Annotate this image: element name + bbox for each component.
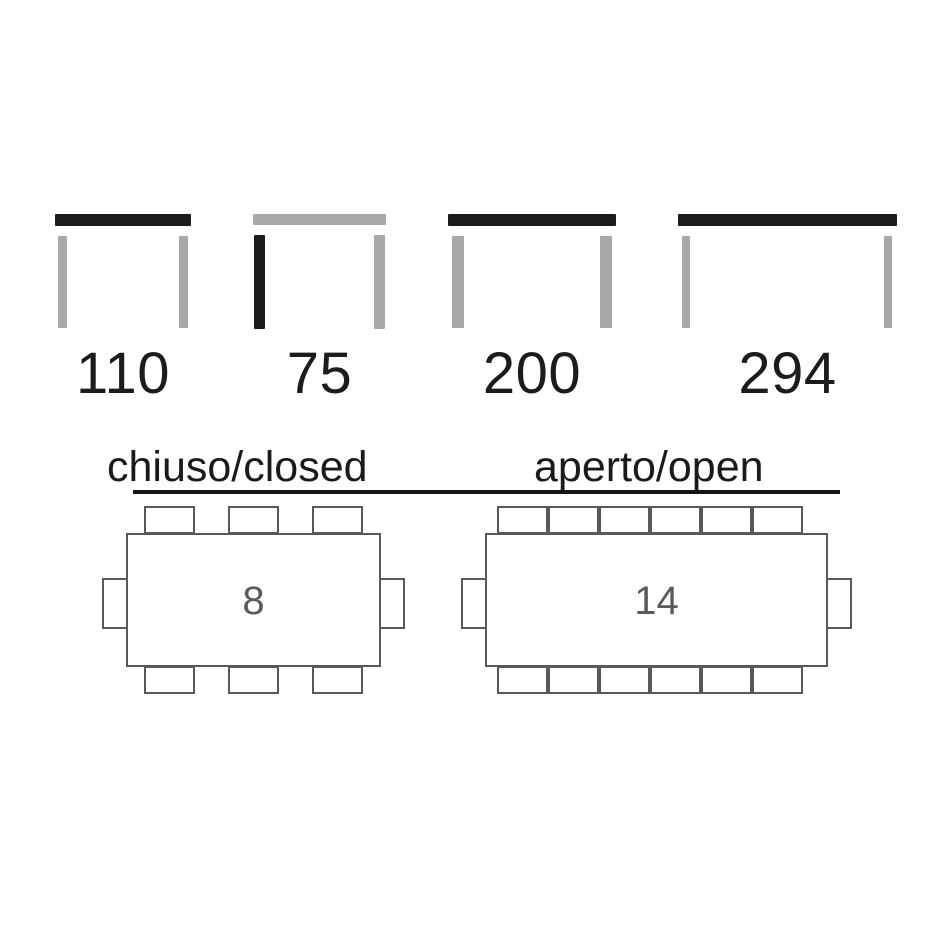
seat-bottom-1	[144, 666, 195, 694]
seat-top-3	[312, 506, 363, 534]
table-leg-left	[58, 236, 67, 328]
dimension-label-75: 75	[286, 341, 353, 406]
seat-bottom-5	[701, 666, 752, 694]
seat-top-1	[497, 506, 548, 534]
seat-top-2	[228, 506, 279, 534]
seat-left-1	[102, 578, 128, 629]
seat-top-2	[548, 506, 599, 534]
seat-top-3	[599, 506, 650, 534]
seat-right-1	[826, 578, 852, 629]
plan-view-closed: 8	[102, 506, 412, 700]
seat-count-label: 14	[634, 579, 679, 623]
seat-right-1	[379, 578, 405, 629]
caption-underline	[133, 490, 840, 494]
elevation-width-closed	[55, 214, 191, 329]
table-leg-right	[600, 236, 612, 328]
seat-bottom-4	[650, 666, 701, 694]
table-leg-left	[682, 236, 690, 328]
table-top-bar	[55, 214, 191, 226]
seat-left-1	[461, 578, 487, 629]
table-leg-left	[254, 235, 265, 329]
table-top-bar	[448, 214, 616, 226]
plan-view-open: 14	[461, 506, 853, 700]
seat-bottom-1	[497, 666, 548, 694]
table-leg-right	[374, 235, 385, 329]
elevation-height	[253, 214, 386, 329]
elevation-length-open	[678, 214, 897, 329]
table-top-bar	[678, 214, 897, 226]
seat-top-5	[701, 506, 752, 534]
elevation-length-closed	[448, 214, 616, 329]
seat-count-label: 8	[242, 579, 265, 623]
dimension-label-200: 200	[482, 341, 582, 406]
seat-top-1	[144, 506, 195, 534]
table-leg-right	[179, 236, 188, 328]
seat-bottom-3	[599, 666, 650, 694]
seat-bottom-3	[312, 666, 363, 694]
seat-bottom-2	[228, 666, 279, 694]
seat-bottom-2	[548, 666, 599, 694]
dimension-label-110: 110	[76, 341, 170, 406]
table-top-bar	[253, 214, 386, 225]
seat-bottom-6	[752, 666, 803, 694]
table-leg-right	[884, 236, 892, 328]
dimension-label-294: 294	[738, 341, 837, 406]
seat-top-6	[752, 506, 803, 534]
caption-open: aperto/open	[534, 443, 764, 491]
seat-top-4	[650, 506, 701, 534]
caption-closed: chiuso/closed	[107, 443, 368, 491]
table-leg-left	[452, 236, 464, 328]
table-surface	[126, 533, 381, 667]
table-surface	[485, 533, 828, 667]
